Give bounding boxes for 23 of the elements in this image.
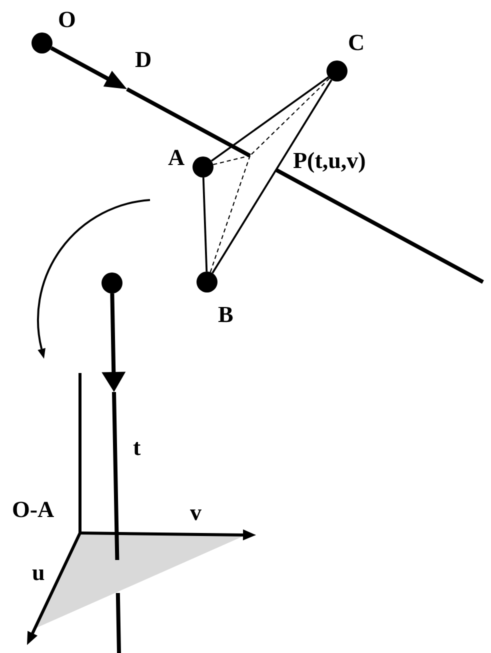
axis-label: O-A xyxy=(12,498,54,521)
triangle-edge xyxy=(212,79,332,274)
triangle-edge xyxy=(202,177,208,272)
point-dot xyxy=(192,156,214,178)
point-label: O xyxy=(58,8,76,31)
ray-label: t xyxy=(133,436,141,459)
axis-label: u xyxy=(32,560,45,584)
dashed-line xyxy=(210,156,251,272)
point-label: A xyxy=(168,146,185,169)
point-dot xyxy=(196,272,218,292)
point-label: B xyxy=(218,302,234,326)
arrow xyxy=(50,46,127,90)
point-label: C xyxy=(348,30,365,54)
point-dot xyxy=(326,60,348,82)
triangle-edge xyxy=(210,76,330,162)
point-dot xyxy=(32,32,52,54)
edge-label: D xyxy=(135,48,152,71)
point-dot xyxy=(102,272,122,294)
axis-label: v xyxy=(190,500,202,524)
arrow xyxy=(102,293,126,392)
point-label: P(t,u,v) xyxy=(293,148,366,172)
dashed-line xyxy=(213,155,250,166)
dashed-line xyxy=(250,78,330,156)
